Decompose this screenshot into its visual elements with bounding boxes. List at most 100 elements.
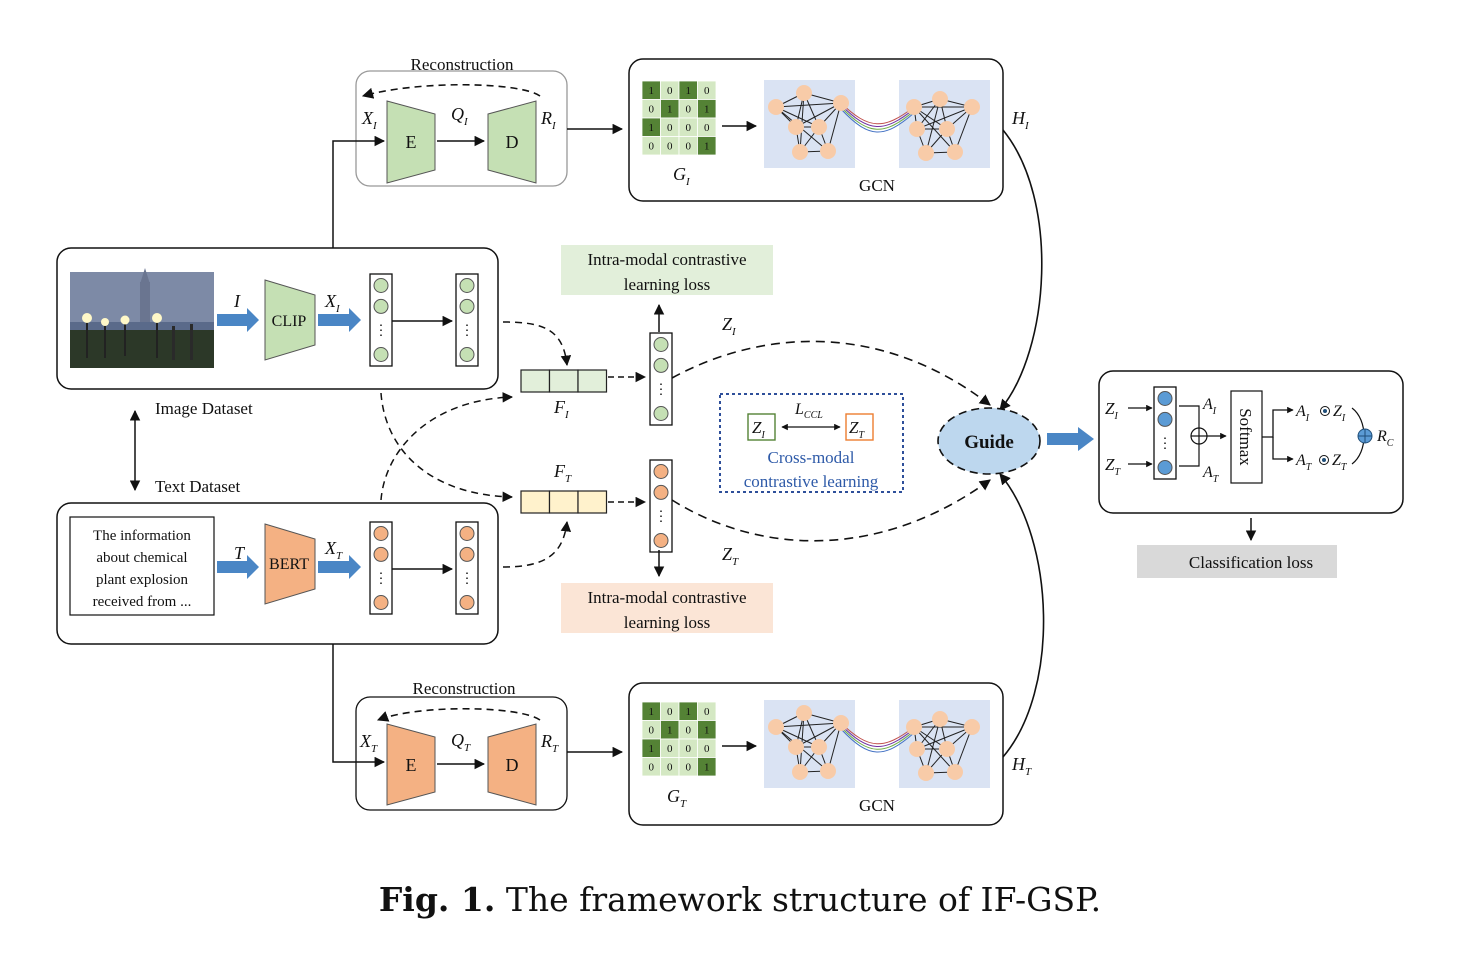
symbol-G-T: GT xyxy=(667,786,687,810)
cross-modal-line1: Cross-modal xyxy=(768,448,855,467)
matrix-value: 1 xyxy=(704,141,710,153)
matrix-value: 1 xyxy=(704,104,710,116)
vector-ellipsis: ⋮ xyxy=(460,572,474,587)
image-sample-thumbnail xyxy=(70,268,214,368)
encoder-text xyxy=(386,723,436,806)
graph-node xyxy=(918,765,934,781)
vector-node xyxy=(1157,460,1173,475)
graph-cross-edge xyxy=(840,102,915,125)
matrix-value: 0 xyxy=(686,141,692,153)
matrix-value: 0 xyxy=(667,122,673,134)
vector-node xyxy=(373,595,389,610)
matrix-value: 1 xyxy=(667,725,673,737)
symbol-A-T-top: AT xyxy=(1202,464,1220,485)
graph-node xyxy=(788,119,804,135)
matrix-value: 1 xyxy=(704,762,710,774)
graph-node xyxy=(932,711,948,727)
intra-loss-image-line2: learning loss xyxy=(624,275,710,294)
reconstruction-module-text: Reconstruction E D XT QT RT xyxy=(355,679,568,811)
graph-node xyxy=(964,99,980,115)
graph-node xyxy=(918,145,934,161)
matrix-value: 1 xyxy=(649,706,655,718)
text-sample-line-4: received from ... xyxy=(93,594,192,610)
vector-ellipsis: ⋮ xyxy=(374,324,388,339)
symbol-Z-I-mid: ZI xyxy=(722,314,737,338)
vector-node xyxy=(459,298,475,314)
symbol-X-T-bert: XT xyxy=(324,538,343,562)
decoder-label: D xyxy=(506,132,519,152)
decoder-text xyxy=(487,723,537,806)
figure-caption: Fig. 1. The framework structure of IF-GS… xyxy=(0,880,1480,919)
vector-node xyxy=(459,278,475,293)
bert-label: BERT xyxy=(269,556,309,573)
matrix-value: 0 xyxy=(704,122,710,134)
matrix-value: 0 xyxy=(686,762,692,774)
graph-node xyxy=(788,739,804,755)
symbol-H-I: HI xyxy=(1011,108,1030,132)
matrix-value: 1 xyxy=(704,725,710,737)
guide-node xyxy=(937,407,1041,475)
classification-module: ZI ZT ⋮ AI AT Softmax AI ZI AT ZT RC xyxy=(1098,370,1404,514)
graph-node xyxy=(947,144,963,160)
vector-ellipsis: ⋮ xyxy=(654,383,668,398)
feature-cell xyxy=(577,369,608,393)
matrix-value: 0 xyxy=(686,725,692,737)
projection-vector-image: ⋮ xyxy=(649,332,673,426)
symbol-X-I-top: XI xyxy=(361,108,378,132)
graph-edge xyxy=(954,106,973,153)
graph-edge xyxy=(795,722,842,748)
symbol-G-I: GI xyxy=(673,164,691,188)
vector-node xyxy=(373,526,389,541)
symbol-Z-I-cls: ZI xyxy=(1105,399,1118,422)
text-encoder-module: The information about chemical plant exp… xyxy=(56,502,499,645)
graph-node xyxy=(932,91,948,107)
clip-label: CLIP xyxy=(272,313,307,330)
symbol-R-C: RC xyxy=(1376,428,1394,449)
graph-node xyxy=(909,121,925,137)
intra-loss-image-line1: Intra-modal contrastive xyxy=(587,250,746,269)
vector-node xyxy=(373,347,389,362)
matrix-value: 0 xyxy=(704,85,710,97)
graph-node xyxy=(833,715,849,731)
symbol-Q-T: QT xyxy=(451,730,471,754)
graph-node xyxy=(792,764,808,780)
graph-edge xyxy=(925,718,941,774)
guide-label: Guide xyxy=(964,432,1014,453)
graph-node xyxy=(909,741,925,757)
matrix-value: 0 xyxy=(704,743,710,755)
symbol-R-T: RT xyxy=(540,731,559,755)
text-dataset-label: Text Dataset xyxy=(155,477,240,496)
feature-cell xyxy=(520,490,551,514)
feature-vector-image-1: ⋮ xyxy=(369,273,393,367)
image-encoder-module: I CLIP XI ⋮ ⋮ xyxy=(56,247,499,390)
intra-loss-text-line1: Intra-modal contrastive xyxy=(587,588,746,607)
matrix-value: 0 xyxy=(686,743,692,755)
classification-vector: ⋮ xyxy=(1153,386,1177,480)
symbol-A-I-top: AI xyxy=(1202,396,1217,417)
graph-node xyxy=(939,741,955,757)
encoder-label: E xyxy=(406,132,417,152)
vector-node xyxy=(1157,411,1173,427)
vector-node xyxy=(653,357,669,373)
intra-loss-text-line2: learning loss xyxy=(624,613,710,632)
decoder-label-text: D xyxy=(506,755,519,775)
graph-node xyxy=(768,99,784,115)
fused-feature-image xyxy=(520,369,608,393)
vector-ellipsis: ⋮ xyxy=(374,572,388,587)
graph-edge xyxy=(954,726,973,773)
reconstruction-label-bottom: Reconstruction xyxy=(413,679,516,698)
feature-vector-text-1: ⋮ xyxy=(369,521,393,615)
symbol-Z-T-cls: ZT xyxy=(1105,455,1121,478)
encoder-image xyxy=(386,100,436,184)
matrix-cell xyxy=(697,136,717,156)
matrix-value: 1 xyxy=(649,122,655,134)
matrix-value: 1 xyxy=(649,743,655,755)
feature-vector-text-2: ⋮ xyxy=(455,521,479,615)
graph-node xyxy=(939,121,955,137)
symbol-X-T-bottom: XT xyxy=(359,731,378,755)
graph-node xyxy=(820,763,836,779)
graph-node xyxy=(796,705,812,721)
